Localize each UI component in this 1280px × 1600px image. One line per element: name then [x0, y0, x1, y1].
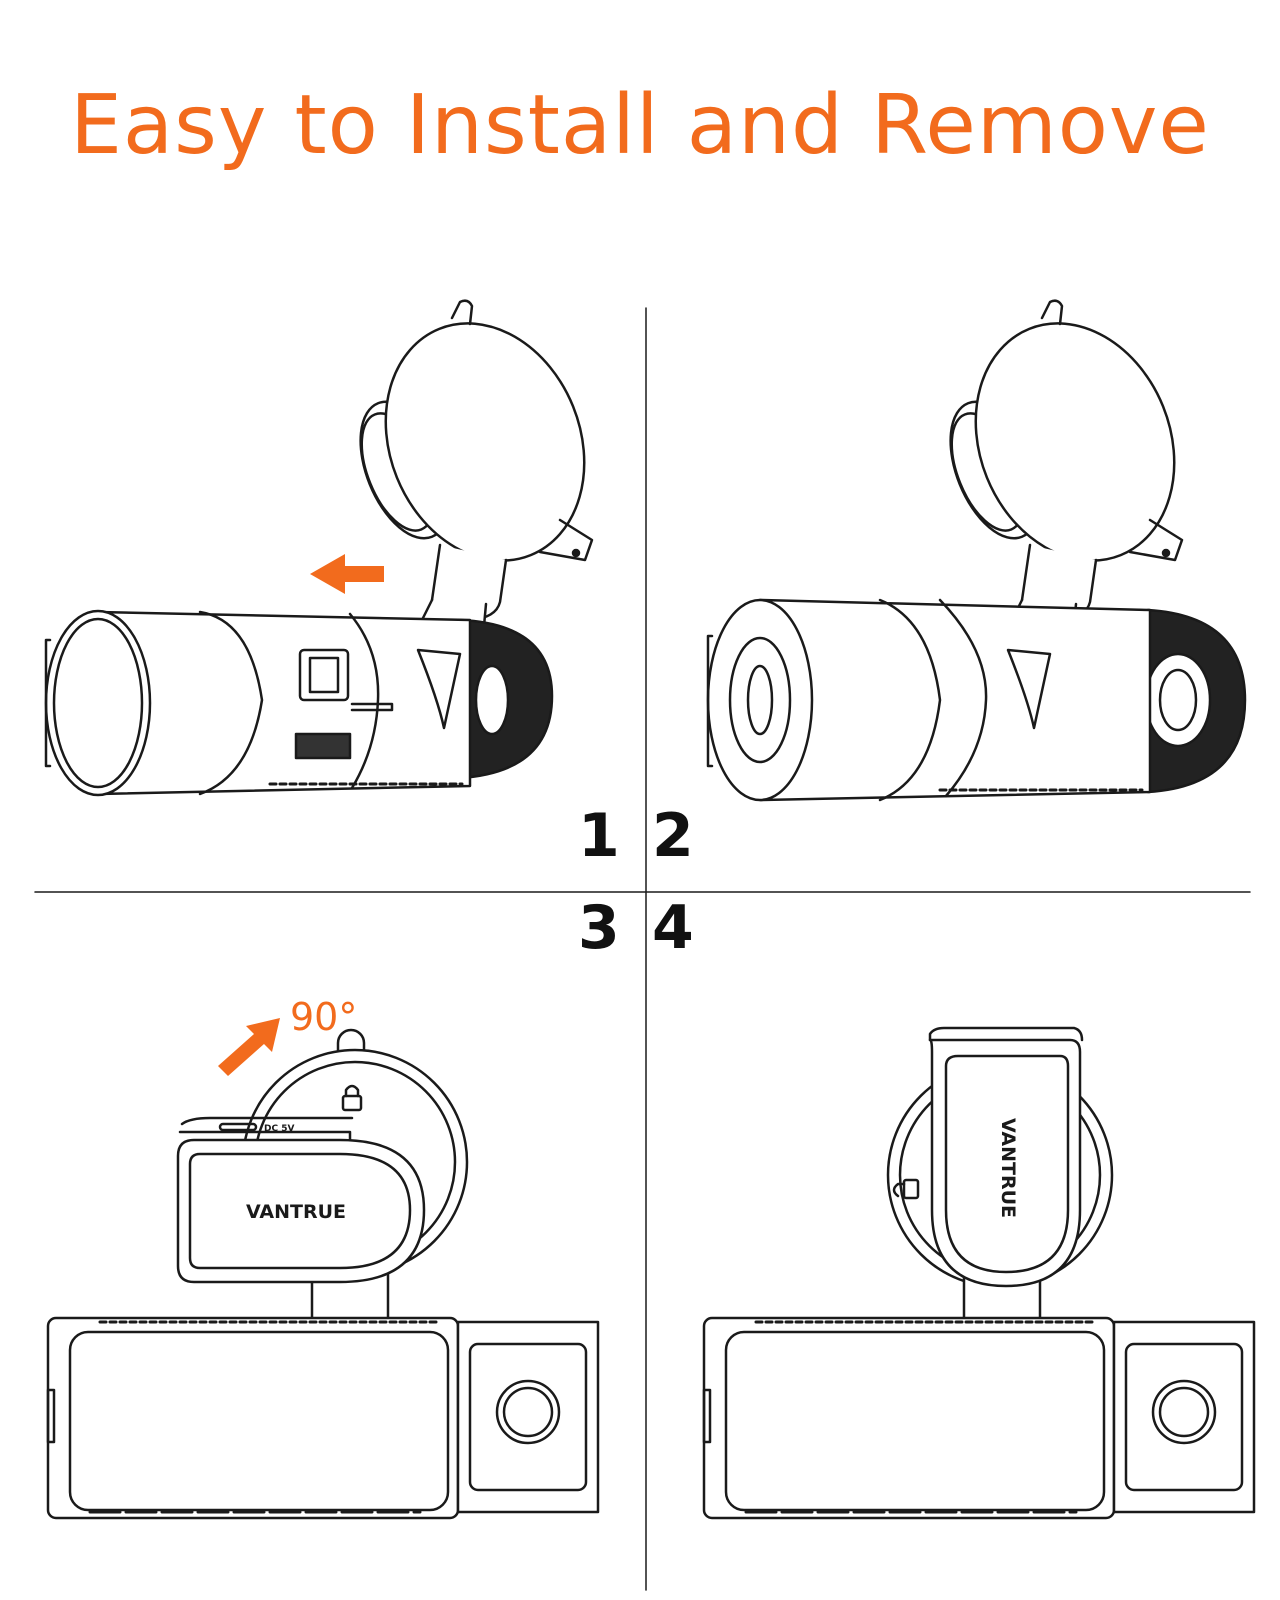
camera-body-side — [758, 598, 1247, 802]
panel-1-camera-slide-on — [44, 299, 594, 797]
step-number-3: 3 — [578, 893, 620, 963]
port-label: DC 5V — [264, 1124, 294, 1134]
arrow-left-icon — [310, 554, 384, 594]
rotate-arrow-icon — [218, 1018, 280, 1076]
panel-2-camera-attached — [706, 299, 1247, 802]
camera-body-side — [96, 610, 554, 796]
camera-body-front — [702, 1316, 1256, 1520]
mount-plate: VANTRUE — [928, 1026, 1084, 1288]
camera-body-front — [46, 1316, 600, 1520]
unlock-icon — [892, 1178, 920, 1200]
panel-3-rotate-mount: 90° DC 5V VANTRUE — [46, 995, 600, 1520]
camera-end-cap — [706, 598, 814, 802]
panel-4-locked-position: VANTRUE — [702, 1026, 1256, 1520]
brand-label: VANTRUE — [246, 1201, 346, 1223]
step-number-1: 1 — [578, 801, 620, 871]
brand-label: VANTRUE — [997, 1118, 1019, 1218]
suction-cup-mount — [359, 299, 594, 662]
step-number-2: 2 — [652, 801, 694, 871]
lock-icon — [341, 1084, 363, 1112]
page-title: Easy to Install and Remove — [70, 78, 1210, 173]
mount-plate: DC 5V VANTRUE — [176, 1116, 426, 1284]
step-number-4: 4 — [652, 893, 694, 963]
camera-end-cap — [44, 609, 152, 797]
